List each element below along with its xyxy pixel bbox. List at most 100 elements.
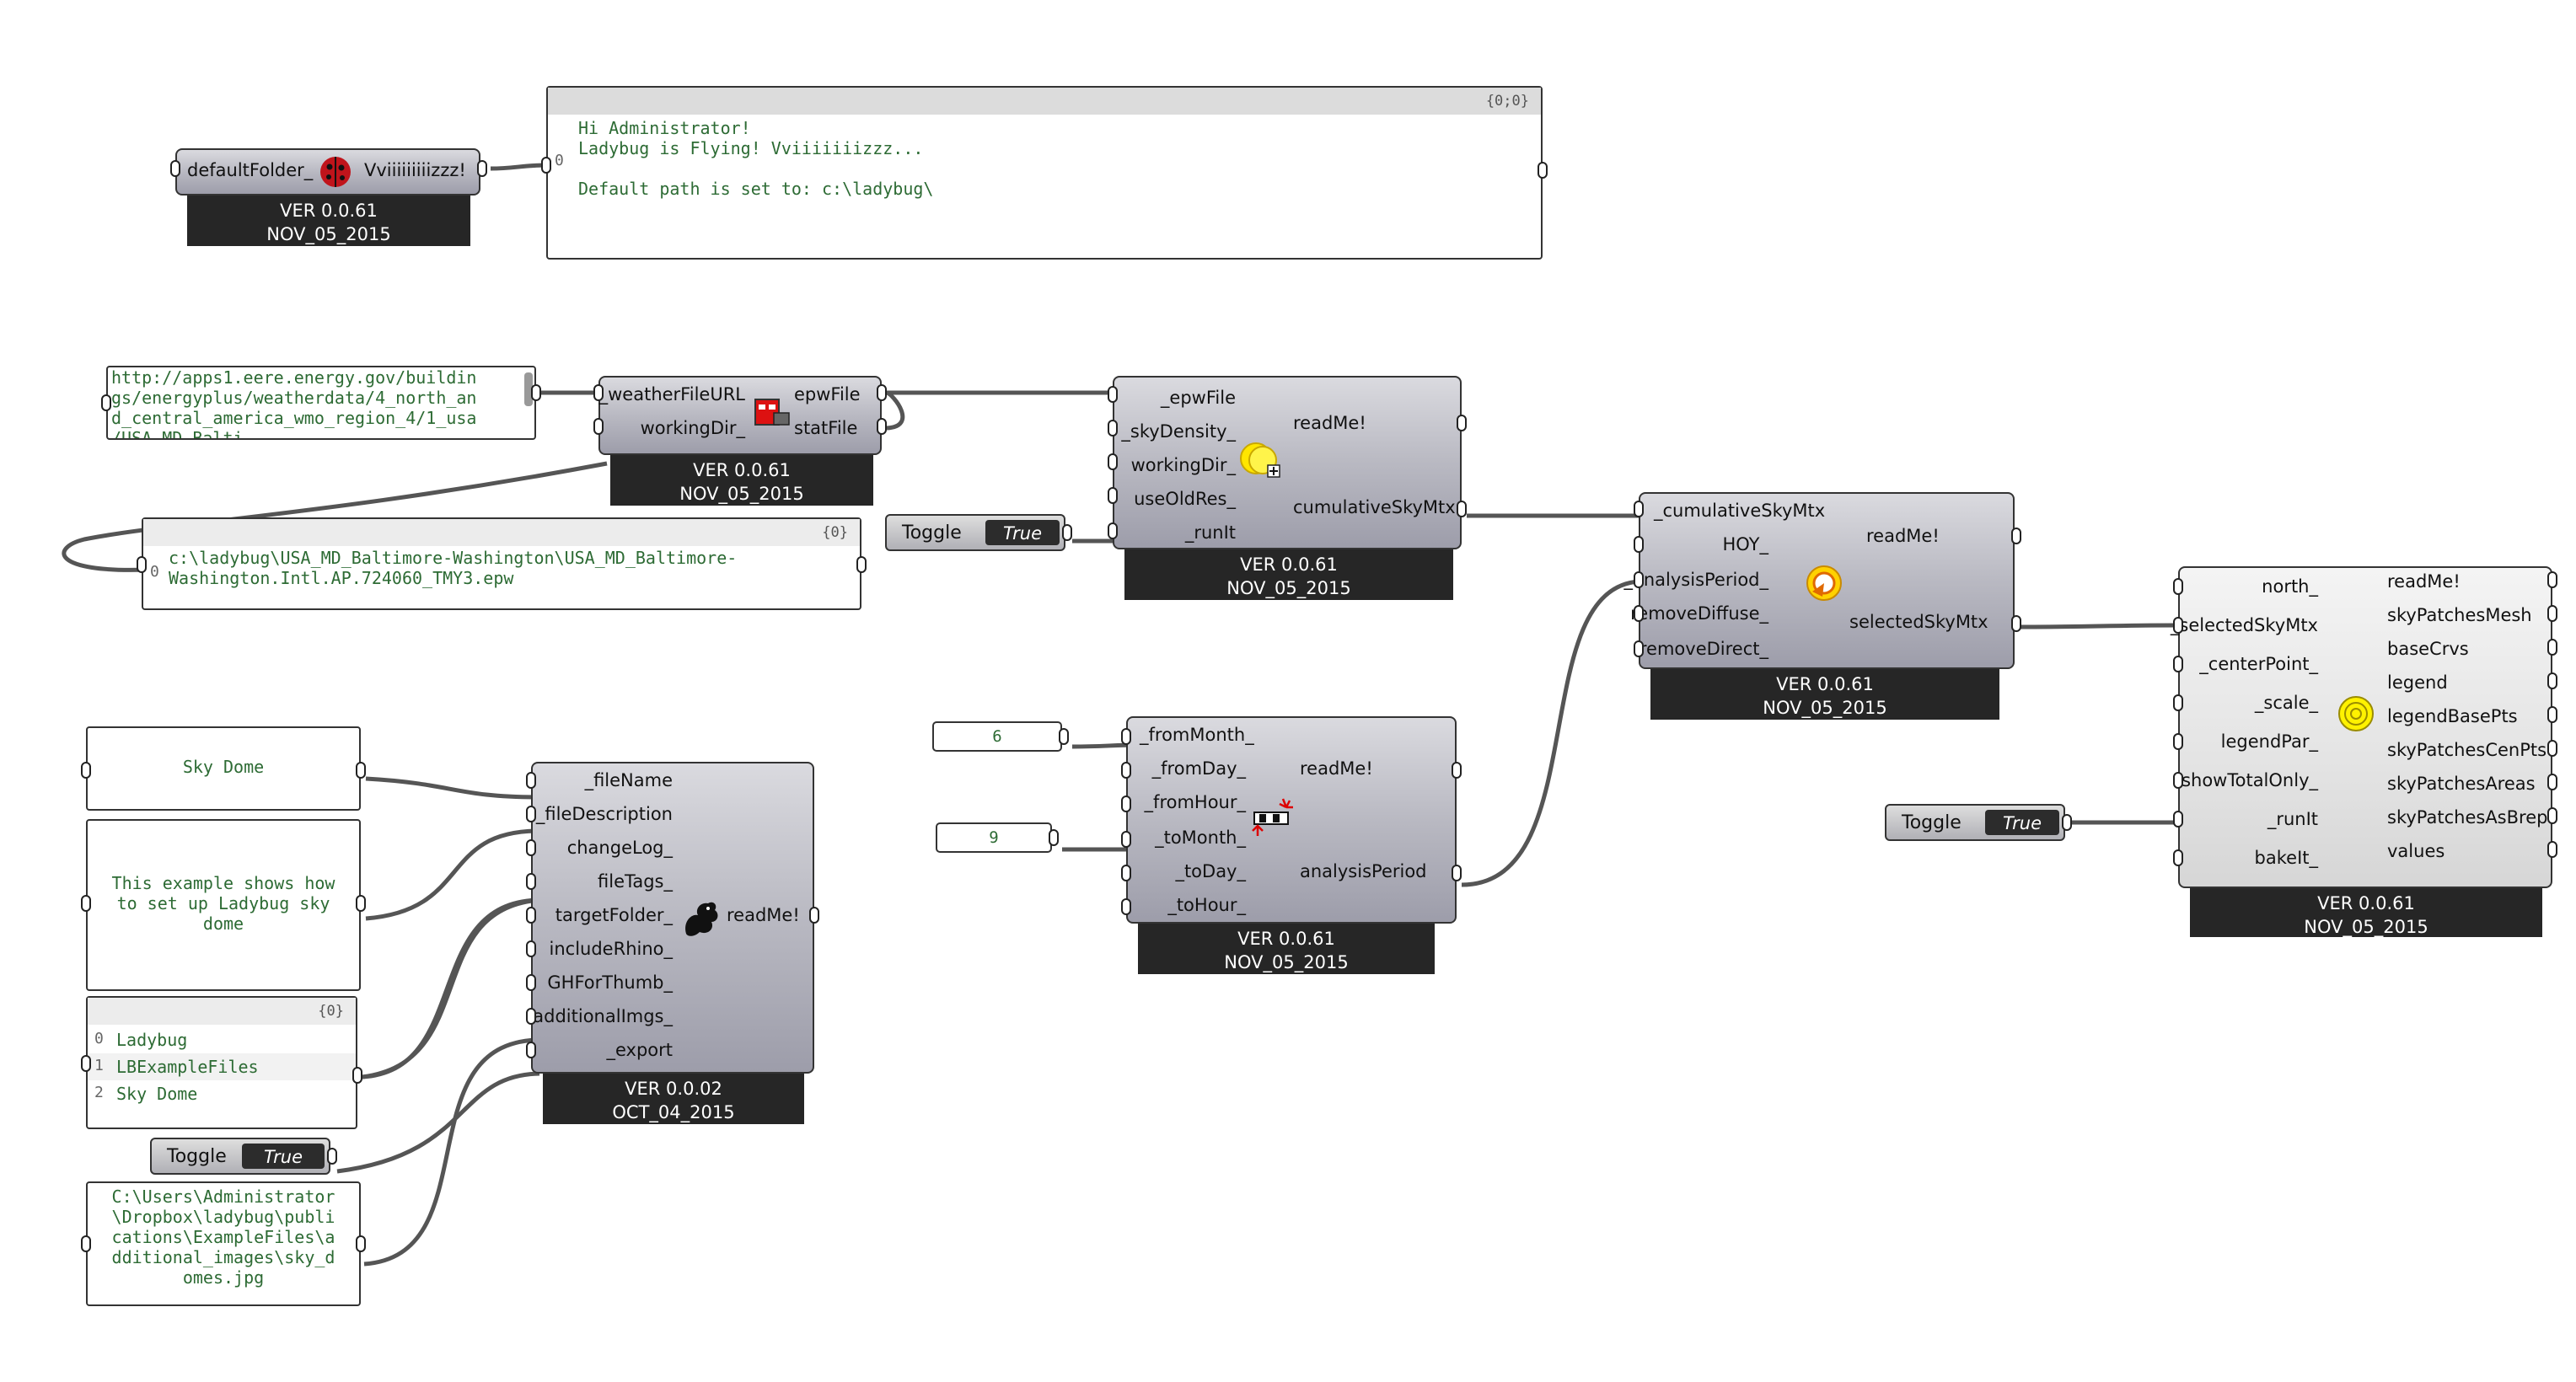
period-in-port-5[interactable] (1121, 865, 1131, 881)
output-panel-out-port[interactable] (1538, 162, 1548, 179)
export-in-port-2[interactable] (526, 806, 536, 822)
select-in-port-4[interactable] (1634, 605, 1644, 622)
export-in-port-5[interactable] (526, 907, 536, 924)
scrollbar-thumb[interactable] (524, 372, 533, 406)
dome-in-port-8[interactable] (2173, 849, 2183, 866)
toggle-value[interactable]: True (985, 520, 1060, 545)
gen-in-port-4[interactable] (1108, 487, 1118, 504)
export-in-port-3[interactable] (526, 839, 536, 856)
period-in-port-2[interactable] (1121, 762, 1131, 779)
epw-panel-out-port[interactable] (856, 556, 867, 573)
input-to-month: _toMonth_ (1155, 828, 1246, 848)
select-in-port-3[interactable] (1634, 571, 1644, 588)
export-out-port-1[interactable] (809, 907, 819, 924)
gen-in-port-2[interactable] (1108, 420, 1118, 437)
num6-out-port[interactable] (1059, 728, 1069, 745)
image-path-in-port[interactable] (81, 1235, 91, 1252)
toggle-run-sky-dome[interactable]: Toggle True (1885, 804, 2065, 841)
period-out-port-2[interactable] (1452, 865, 1462, 881)
dome-out-port-3[interactable] (2547, 639, 2557, 656)
dome-in-port-6[interactable] (2173, 772, 2183, 789)
file-tags-panel[interactable]: {0} 0 Ladybug 1 LBExampleFiles 2 Sky Dom… (86, 996, 357, 1129)
to-month-value[interactable]: 9 (936, 822, 1052, 853)
dome-out-port-1[interactable] (2547, 571, 2557, 588)
gen-out-port-2[interactable] (1457, 501, 1467, 517)
gen-cumulative-sky-component[interactable]: _epwFile _skyDensity_ workingDir_ useOld… (1113, 376, 1462, 600)
dome-in-port-7[interactable] (2173, 811, 2183, 828)
analysis-period-component[interactable]: _fromMonth_ _fromDay_ _fromHour_ _toMont… (1126, 716, 1457, 976)
url-panel-out-port[interactable] (531, 384, 541, 401)
dome-out-port-5[interactable] (2547, 706, 2557, 723)
weather-download-icon (754, 399, 790, 426)
export-ladybug-component[interactable]: _fileName _fileDescription changeLog_ fi… (531, 762, 814, 1124)
dome-in-port-2[interactable] (2173, 617, 2183, 634)
period-in-port-6[interactable] (1121, 898, 1131, 915)
weather-out-port-2[interactable] (877, 418, 887, 435)
period-in-port-1[interactable] (1121, 728, 1131, 745)
file-tags-out-port[interactable] (352, 1067, 362, 1084)
dome-in-port-5[interactable] (2173, 733, 2183, 750)
sky-dome-component[interactable]: north_ _selectedSkyMtx _centerPoint_ _sc… (2171, 566, 2552, 937)
weather-out-port-1[interactable] (877, 384, 887, 401)
dome-out-port-8[interactable] (2547, 807, 2557, 824)
toggle1-out-port[interactable] (1062, 524, 1072, 541)
export-in-port-9[interactable] (526, 1042, 536, 1058)
toggle3-out-port[interactable] (2062, 814, 2072, 831)
file-tags-in-port[interactable] (81, 1055, 91, 1072)
toggle-run-generate[interactable]: Toggle True (885, 514, 1065, 551)
toggle-value[interactable]: True (1985, 810, 2059, 835)
from-month-value[interactable]: 6 (932, 721, 1062, 752)
dome-in-port-1[interactable] (2173, 578, 2183, 595)
image-path-panel[interactable]: C:\Users\Administrator \Dropbox\ladybug\… (86, 1181, 361, 1306)
default-folder-out-port[interactable] (477, 160, 487, 177)
export-in-port-4[interactable] (526, 873, 536, 890)
output-panel-in-port[interactable] (541, 157, 551, 174)
download-weather-component[interactable]: _weatherFileURL workingDir_ epwFile stat… (598, 376, 882, 507)
epw-path-panel[interactable]: {0} 0 c:\ladybug\USA_MD_Baltimore-Washin… (142, 517, 861, 610)
epw-panel-in-port[interactable] (137, 556, 147, 573)
gen-in-port-5[interactable] (1108, 522, 1118, 539)
file-name-in-port[interactable] (81, 762, 91, 779)
dome-out-port-7[interactable] (2547, 774, 2557, 790)
dome-in-port-4[interactable] (2173, 694, 2183, 711)
weather-in-port-2[interactable] (593, 418, 604, 435)
description-out-port[interactable] (356, 895, 366, 912)
description-in-port[interactable] (81, 895, 91, 912)
export-in-port-7[interactable] (526, 974, 536, 991)
readme-output-panel[interactable]: {0;0} 0 Hi Administrator! Ladybug is Fly… (546, 86, 1543, 260)
select-sky-mtx-component[interactable]: _cumulativeSkyMtx HOY_ _analysisPeriod_ … (1623, 492, 2015, 721)
toggle2-out-port[interactable] (327, 1148, 337, 1165)
description-panel[interactable]: This example shows how to set up Ladybug… (86, 819, 361, 991)
export-in-port-1[interactable] (526, 772, 536, 789)
period-in-port-4[interactable] (1121, 831, 1131, 848)
dome-in-port-3[interactable] (2173, 656, 2183, 672)
period-out-port-1[interactable] (1452, 762, 1462, 779)
export-in-port-6[interactable] (526, 940, 536, 957)
dome-out-port-4[interactable] (2547, 672, 2557, 689)
select-out-port-1[interactable] (2011, 528, 2021, 544)
gen-in-port-3[interactable] (1108, 453, 1118, 470)
url-panel-in-port[interactable] (101, 394, 111, 411)
toggle-value[interactable]: True (242, 1144, 325, 1169)
export-in-port-8[interactable] (526, 1008, 536, 1025)
gen-in-port-1[interactable] (1108, 386, 1118, 403)
weather-in-port-1[interactable] (593, 384, 604, 401)
period-in-port-3[interactable] (1121, 795, 1131, 812)
select-out-port-2[interactable] (2011, 615, 2021, 632)
gen-out-port-1[interactable] (1457, 415, 1467, 431)
select-in-port-2[interactable] (1634, 536, 1644, 553)
select-in-port-5[interactable] (1634, 640, 1644, 657)
url-panel[interactable]: http://apps1.eere.energy.gov/buildin gs/… (106, 366, 536, 440)
dome-out-port-9[interactable] (2547, 841, 2557, 858)
dome-out-port-6[interactable] (2547, 740, 2557, 757)
default-folder-component[interactable]: defaultFolder_ Vviiiiiiiiizzz! VER 0.0.6… (175, 148, 480, 246)
toggle-export[interactable]: Toggle True (150, 1138, 330, 1175)
file-name-panel[interactable]: Sky Dome (86, 726, 361, 811)
num9-out-port[interactable] (1049, 829, 1059, 846)
select-in-port-1[interactable] (1634, 501, 1644, 517)
default-folder-in-port[interactable] (170, 160, 180, 177)
dome-out-port-2[interactable] (2547, 605, 2557, 622)
image-path-out-port[interactable] (356, 1235, 366, 1252)
file-name-out-port[interactable] (356, 762, 366, 779)
